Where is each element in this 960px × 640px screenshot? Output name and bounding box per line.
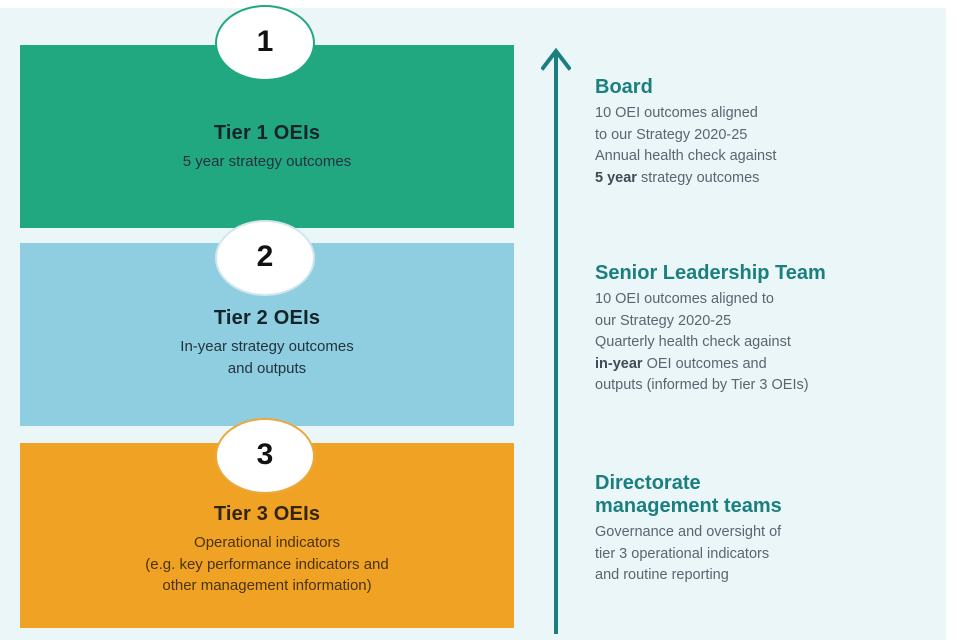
note-board-line-2: to our Strategy 2020-25 [595, 126, 748, 143]
tier-1-number: 1 [256, 25, 274, 58]
note-directorate-management-teams: Directorate management teams Governance … [595, 472, 935, 587]
tier-2-subtitle: In-year strategy outcomes and outputs [180, 336, 353, 380]
note-slt-line-4-bold: in-year [595, 355, 643, 372]
tier-3-title: Tier 3 OEIs [213, 502, 321, 525]
note-slt-line-5: outputs (informed by Tier 3 OEIs) [595, 377, 809, 393]
note-directorate-line-2: tier 3 operational indicators [595, 545, 770, 562]
tier-1-number-badge: 1 [215, 5, 315, 81]
tier-2-number: 2 [256, 240, 274, 273]
tier-3-block[interactable]: Tier 3 OEIs Operational indicators (e.g.… [20, 443, 514, 628]
note-board-heading: Board [595, 76, 653, 98]
tier-3-subtitle-line-2: (e.g. key performance indicators and [145, 555, 389, 573]
note-board-body: 10 OEI outcomes aligned to our Strategy … [595, 103, 935, 189]
tier-1-subtitle: 5 year strategy outcomes [182, 152, 352, 170]
note-board-line-1: 10 OEI outcomes aligned [595, 105, 758, 122]
note-slt-line-4-rest: OEI outcomes and [642, 355, 767, 372]
note-directorate-heading-line-2: management teams [595, 495, 782, 518]
note-board-line-4-bold: 5 year [595, 169, 637, 186]
note-slt-line-4: in-year OEI outcomes and [595, 354, 935, 375]
note-slt-line-3: Quarterly health check against [595, 334, 791, 351]
upward-arrow-icon [540, 46, 572, 634]
tier-3-subtitle: Operational indicators (e.g. key perform… [145, 532, 388, 597]
tier-3-subtitle-line-3: other management information) [162, 577, 372, 595]
note-slt-body: 10 OEI outcomes aligned to our Strategy … [595, 289, 935, 396]
note-slt-heading: Senior Leadership Team [595, 262, 826, 284]
tier-1-body: Tier 1 OEIs 5 year strategy outcomes [183, 121, 351, 173]
note-board-line-3: Annual health check against [595, 148, 777, 165]
tier-2-block[interactable]: Tier 2 OEIs In-year strategy outcomes an… [20, 243, 514, 426]
tier-2-subtitle-line-1: In-year strategy outcomes [180, 337, 354, 355]
note-slt-line-1: 10 OEI outcomes aligned to [595, 291, 774, 308]
tier-1-title: Tier 1 OEIs [213, 121, 321, 144]
note-directorate-body: Governance and oversight of tier 3 opera… [595, 522, 935, 586]
note-board-line-4-rest: strategy outcomes [636, 169, 760, 186]
note-slt-line-2: our Strategy 2020-25 [595, 312, 732, 329]
tier-2-body: Tier 2 OEIs In-year strategy outcomes an… [180, 306, 353, 380]
note-directorate-line-3: and routine reporting [595, 567, 729, 584]
note-senior-leadership-team: Senior Leadership Team 10 OEI outcomes a… [595, 262, 935, 396]
note-board: Board 10 OEI outcomes aligned to our Str… [595, 76, 935, 189]
tier-2-title: Tier 2 OEIs [213, 306, 321, 329]
note-directorate-heading: Directorate management teams [595, 472, 935, 518]
tier-2-subtitle-line-2: and outputs [227, 359, 307, 377]
note-directorate-heading-line-1: Directorate [595, 472, 701, 494]
tier-3-number-badge: 3 [215, 418, 315, 494]
top-white-strip [0, 0, 946, 8]
tier-3-body: Tier 3 OEIs Operational indicators (e.g.… [145, 502, 388, 597]
tier-3-subtitle-line-1: Operational indicators [194, 533, 340, 551]
tier-3-number: 3 [256, 438, 274, 471]
tier-2-number-badge: 2 [215, 220, 315, 296]
note-board-line-4: 5 year strategy outcomes [595, 168, 935, 189]
note-directorate-line-1: Governance and oversight of [595, 524, 782, 541]
